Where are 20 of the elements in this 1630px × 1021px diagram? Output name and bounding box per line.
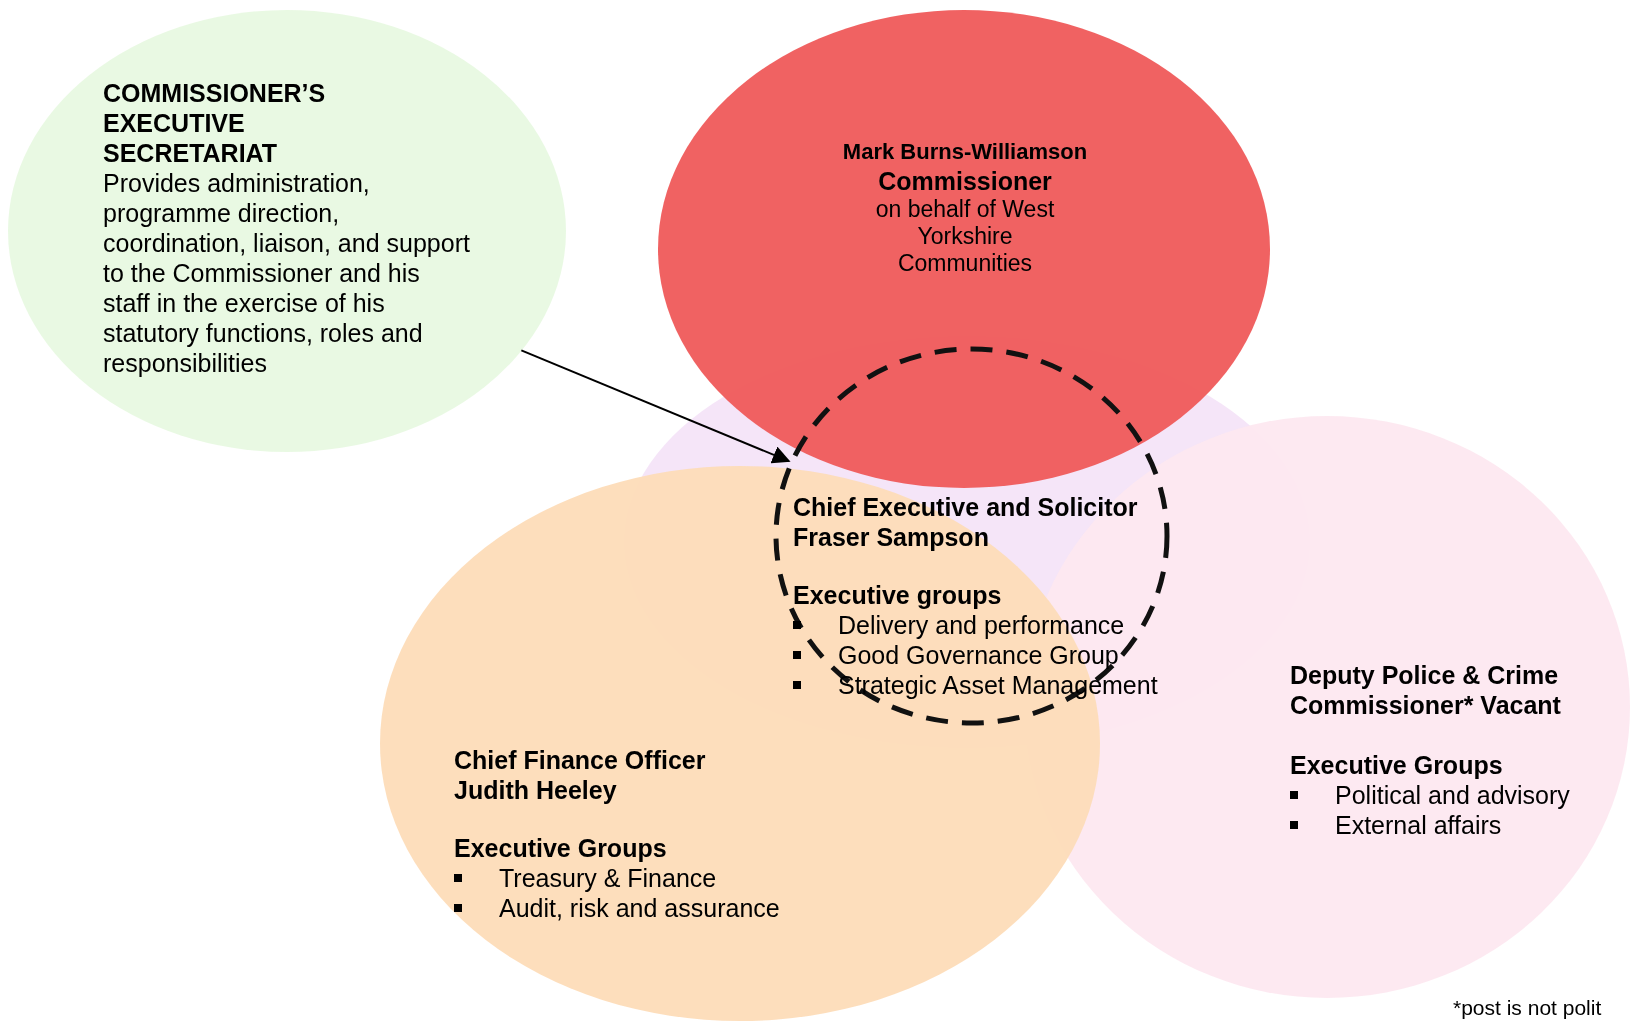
heading: Deputy Police & Crime Commissioner* Vacant [1290, 660, 1562, 720]
heading: Executive Groups [1290, 750, 1503, 780]
list-item: Treasury & Finance [499, 863, 717, 893]
list-item: Audit, risk and assurance [499, 893, 780, 923]
heading: Executive Groups [454, 833, 667, 863]
description: Provides administration, programme direction, coordination, liaison, and support to the Commissioner and his staff in the exercise of his statutory functions, roles and responsibilities [103, 168, 471, 378]
list-item: Political and advisory [1335, 780, 1570, 810]
list-item: External affairs [1335, 810, 1502, 840]
footnote: *post is not polit [1453, 996, 1603, 1020]
heading: Commissioner [877, 166, 1053, 196]
heading: COMMISSIONER’S EXECUTIVE SECRETARIAT [103, 78, 327, 168]
heading: Mark Burns-Williamson [841, 138, 1089, 166]
arrow [520, 349, 791, 464]
heading: Chief Finance Officer Judith Heeley [454, 745, 707, 805]
list-item: Good Governance Group [838, 640, 1119, 670]
list-item: Strategic Asset Management [838, 670, 1158, 700]
heading: Executive groups [793, 580, 1002, 610]
list-item: Delivery and performance [838, 610, 1125, 640]
description: on behalf of West Yorkshire Communities [874, 196, 1056, 277]
heading: Chief Executive and Solicitor Fraser Sampson [793, 492, 1139, 552]
